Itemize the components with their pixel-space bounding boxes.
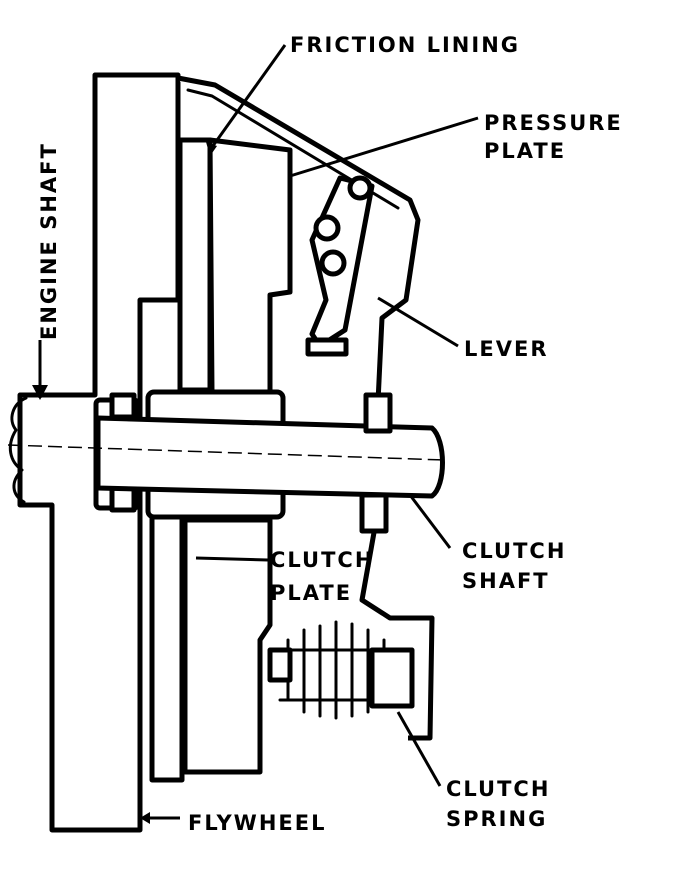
label-lever: LEVER: [464, 337, 549, 361]
release-bearing-top: [363, 392, 393, 434]
shaft-centerline: [7, 444, 445, 461]
label-clutch-shaft-line1: CLUTCH: [462, 539, 566, 563]
lever-pivot-upper: [313, 214, 341, 242]
lever-eye-bolt: [305, 337, 349, 357]
label-flywheel: FLYWHEEL: [188, 811, 326, 835]
spring-cup: [369, 647, 415, 709]
pilot-bearing-bottom: [109, 485, 137, 513]
label-friction-lining: FRICTION LINING: [290, 33, 520, 57]
friction-lining-bottom: [149, 512, 185, 783]
pilot-bearing-top: [109, 392, 137, 420]
lever-pivot-lower: [319, 249, 347, 277]
label-pressure-plate-line1: PRESSURE: [484, 111, 623, 135]
pressure-plate: [207, 137, 293, 395]
leader-clutch-spring: [396, 711, 442, 787]
leader-lever: [377, 296, 459, 348]
clutch-cover-inner: [186, 88, 400, 210]
label-pressure-plate-line2: PLATE: [484, 139, 566, 163]
label-clutch-spring-line2: SPRING: [446, 807, 547, 831]
arrow-friction-lining: [206, 142, 217, 156]
friction-lining: [177, 137, 213, 393]
arrow-engine-shaft: [32, 385, 48, 400]
release-bearing-bottom: [359, 492, 389, 534]
leader-clutch-plate: [195, 556, 269, 562]
arrow-flywheel: [140, 812, 150, 824]
label-clutch-shaft-line2: SHAFT: [462, 569, 550, 593]
label-engine-shaft: ENGINE SHAFT: [37, 142, 61, 340]
engine-shaft: [8, 396, 28, 504]
spring-seat: [267, 647, 293, 683]
label-clutch-spring-line1: CLUTCH: [446, 777, 550, 801]
leader-pressure-plate: [289, 116, 479, 178]
clutch-shaft: [95, 415, 445, 499]
leader-friction-lining: [208, 44, 287, 151]
label-clutch-plate-line1: CLUTCH: [270, 548, 374, 572]
label-clutch-plate-line2: PLATE: [270, 581, 352, 605]
lever-pivot-top: [347, 175, 373, 201]
leader-clutch-shaft: [408, 494, 452, 549]
pressure-plate-bottom: [182, 517, 273, 775]
